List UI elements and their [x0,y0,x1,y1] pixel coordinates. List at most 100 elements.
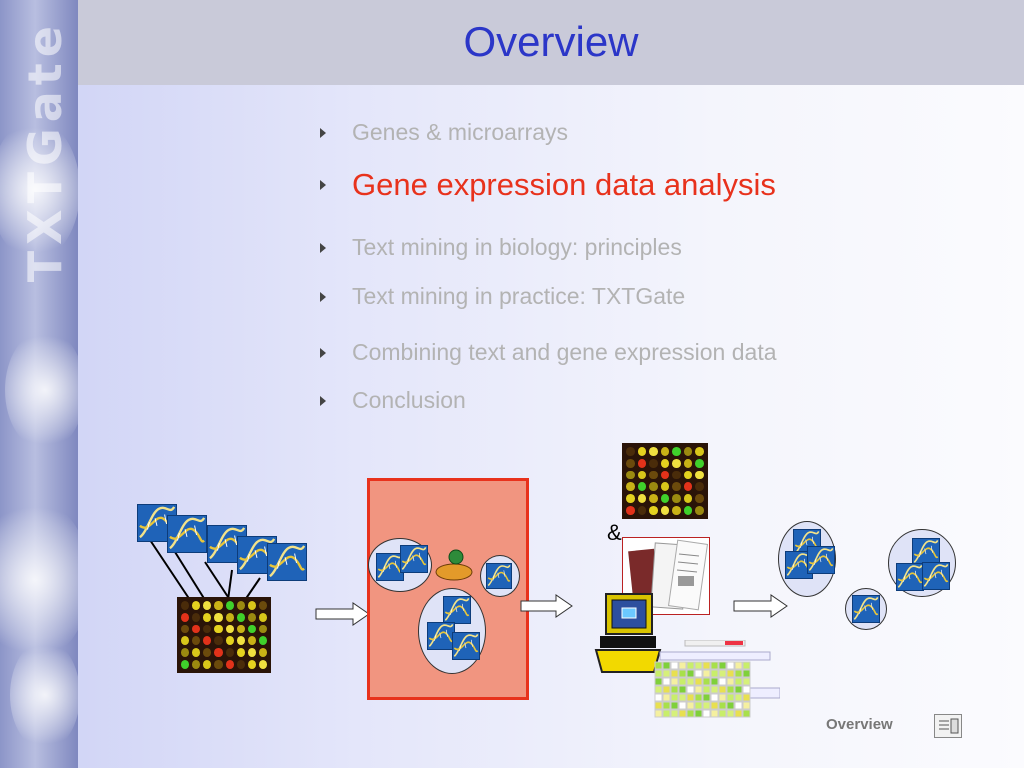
microarray-spot [672,470,681,480]
heatmap-cell [734,685,743,694]
microarray-spot [225,624,234,634]
bullet-text: Conclusion [352,387,466,413]
microarray-spot [192,660,201,669]
microarray-spot [203,648,212,658]
heatmap-cell [662,709,671,718]
microarray-spot [181,636,190,646]
bullet-item: Combining text and gene expression data [320,339,777,366]
slide-title: Overview [463,18,639,65]
bullet-text: Text mining in biology: principles [352,234,682,260]
microarray-spot [214,612,223,622]
heatmap-cell [678,701,687,710]
microarray-spot [236,636,245,646]
microarray-spot [626,447,635,456]
heatmap-cell [662,661,671,670]
dna-icon [376,553,404,581]
heatmap-cell [702,685,711,694]
heatmap-cell [718,701,727,710]
heatmap-cell [678,677,687,686]
heatmap-cell [726,685,735,694]
microarray-image [177,597,271,673]
title-bar [78,0,1024,85]
heatmap-cell [678,709,687,718]
microarray-spot [258,601,267,610]
heatmap-cell [686,709,695,718]
microarray-spot [214,660,223,669]
heatmap-cell [686,661,695,670]
microarray-spot [247,660,256,669]
microarray-spot [225,601,234,610]
microarray-spot [695,470,704,480]
heatmap-cell [670,701,679,710]
microarray-spot [258,612,267,622]
heatmap-cell [718,677,727,686]
heatmap-cell [678,685,687,694]
microarray-spot [660,447,670,456]
microarray-spot [225,660,234,669]
microarray-spot [203,660,212,669]
bullet-triangle-icon [320,395,326,406]
heatmap-cell [662,669,671,678]
heatmap-cell [734,701,743,710]
heatmap-cell [670,669,679,678]
microarray-spot [192,612,201,622]
microarray-spot [660,470,670,480]
heatmap-cell [694,669,703,678]
microarray-spot [203,601,212,610]
dna-icon [400,545,428,573]
bullet-text: Combining text and gene expression data [352,339,777,365]
microarray-spot [683,447,693,456]
microarray-spot [181,660,190,669]
heatmap-cell [694,685,703,694]
footer-section-label: Overview [826,716,893,733]
heatmap-cell [718,693,727,702]
dna-icon [852,595,880,623]
microarray-spot [214,636,223,646]
heatmap-cell [726,661,735,670]
microarray-spot [683,506,693,515]
heatmap-cell [686,701,695,710]
heatmap-cell [702,693,711,702]
microarray-spot [626,470,635,480]
microarray-spot [695,494,704,504]
dna-icon [922,562,950,590]
microarray-spot [225,612,234,622]
bullet-triangle-icon [320,242,326,253]
nav-menu-icon[interactable] [934,714,962,738]
microarray-spot [649,447,658,456]
heatmap-cell [702,677,711,686]
heatmap-cell [718,669,727,678]
microarray-spot [181,648,190,658]
microarray-spot [236,660,245,669]
heatmap-cell [702,669,711,678]
microarray-spot [192,624,201,634]
microarray-spot [649,458,658,468]
microarray-spot [672,494,681,504]
bullet-text: Gene expression data analysis [352,167,776,202]
dna-icon [167,515,207,553]
microarray-spot [660,482,670,492]
microarray-spot [626,482,635,492]
heatmap-cell [694,701,703,710]
heatmap-cell [718,661,727,670]
heatmap-cell [662,701,671,710]
heatmap-cell [718,685,727,694]
heatmap-cell [678,669,687,678]
microarray-spot [192,601,201,610]
heatmap-cell [654,709,663,718]
heatmap-cell [654,693,663,702]
heatmap-cell [670,685,679,694]
microarray-spot [672,506,681,515]
microarray-spot [626,494,635,504]
microarray-spot [672,458,681,468]
heatmap-cell [662,677,671,686]
microarray-spot [203,636,212,646]
microarray-spot [192,636,201,646]
bullet-item: Genes & microarrays [320,119,568,146]
microarray-spot [214,601,223,610]
microarray-spot [214,624,223,634]
heatmap-cell [726,693,735,702]
microarray-spot [181,624,190,634]
microarray-spot [683,458,693,468]
heatmap-cell [670,677,679,686]
